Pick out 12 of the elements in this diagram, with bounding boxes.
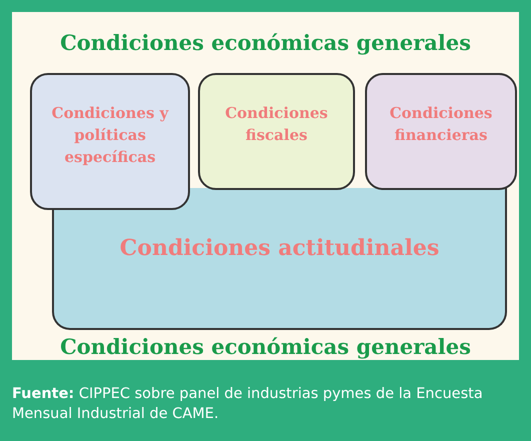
rounded-box [198, 73, 355, 190]
rounded-box [30, 73, 190, 210]
box-label: Condiciones financieras [388, 103, 494, 146]
rounded-box [365, 73, 517, 190]
box-label: Condiciones fiscales [224, 103, 329, 146]
box-label: Condiciones y políticas específicas [50, 103, 170, 168]
source-caption: Fuente: CIPPEC sobre panel de industrias pymes de la Encuesta Mensual Industrial de CAME. [0, 370, 531, 441]
heading-text: Condiciones económicas generales [59, 334, 472, 359]
box-label: Condiciones actitudinales [120, 234, 440, 264]
rounded-box [52, 188, 507, 330]
framed-panel [0, 0, 531, 372]
heading-text: Condiciones económicas generales [59, 30, 472, 55]
